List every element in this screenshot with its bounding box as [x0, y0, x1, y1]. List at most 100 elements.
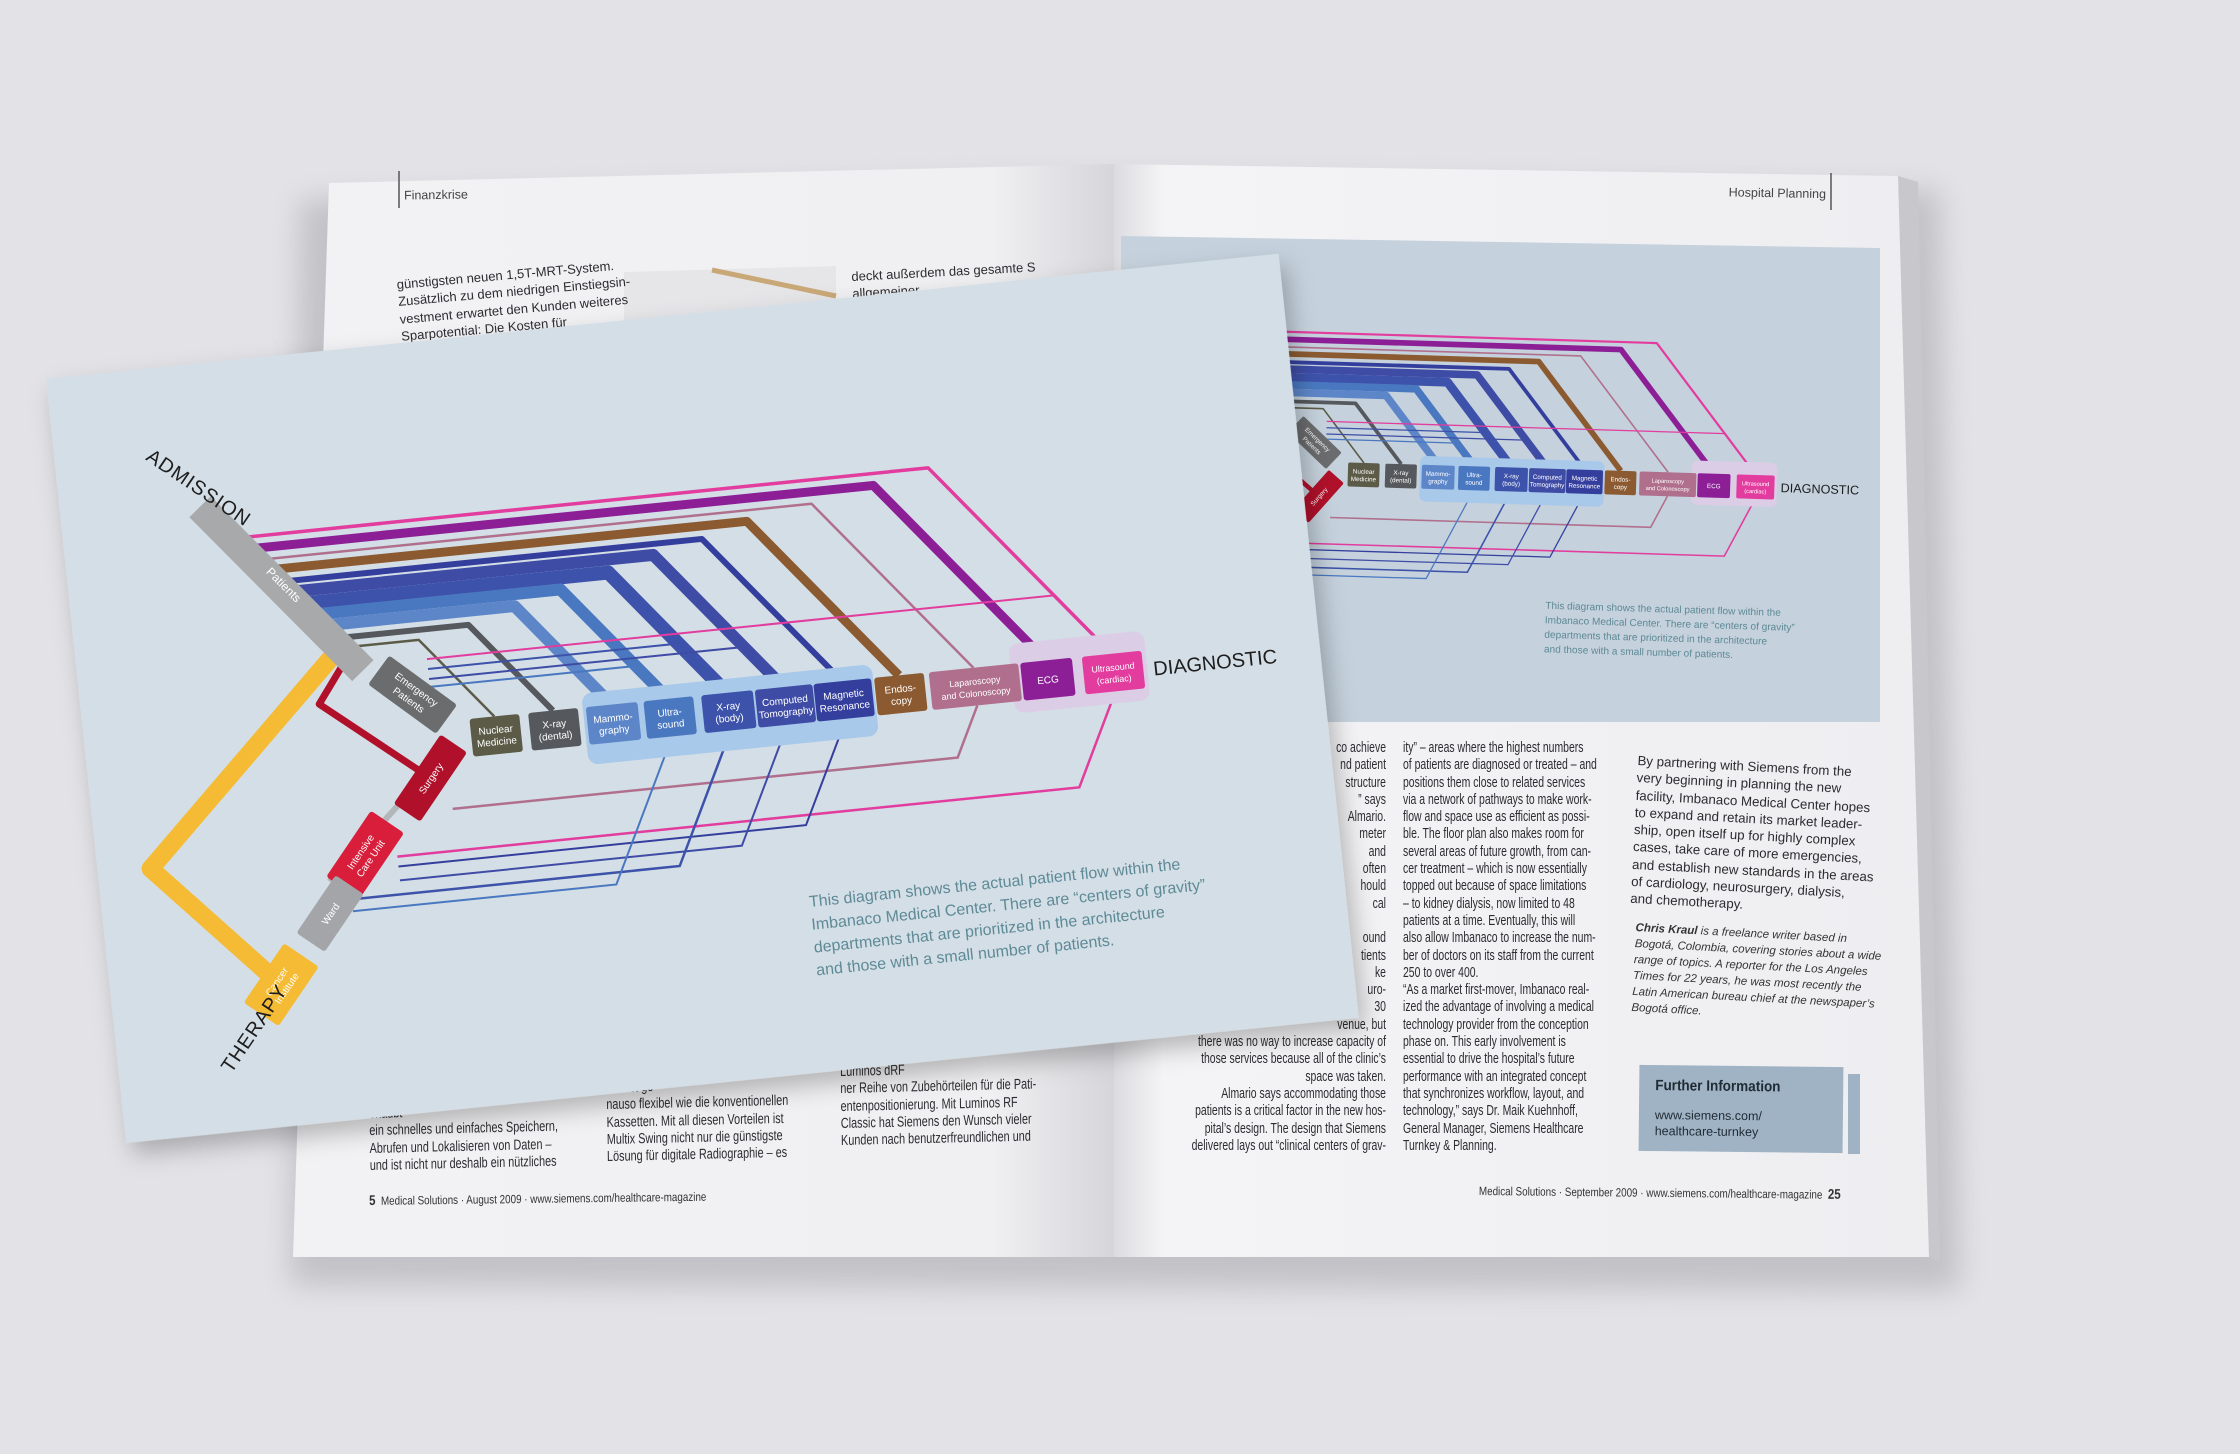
text-line: 250 to over 400. [1403, 964, 1479, 981]
department-label: Computed [762, 694, 809, 710]
text-line: essential to drive the hospital’s future [1403, 1051, 1575, 1068]
flow-line [307, 583, 673, 703]
text-line: structure [1345, 774, 1386, 791]
text-line: Turnkey & Planning. [1403, 1137, 1497, 1154]
therapy-unit-box: Surgery [394, 735, 466, 821]
text-line: ke [1374, 964, 1386, 981]
text-line: performance with an integrated concept [1403, 1068, 1587, 1085]
text-line: nd patient [1340, 757, 1386, 774]
further-information-bar [1848, 1074, 1860, 1154]
text-line: ized the advantage of involving a medica… [1403, 999, 1594, 1016]
department-box: Endos-copy [874, 673, 928, 716]
text-line: meter [1359, 826, 1386, 843]
department-label: Magnetic [823, 688, 864, 703]
text-line: flow and space use as efficient as possi… [1403, 809, 1590, 826]
text-line: space was taken. [1305, 1068, 1386, 1085]
department-box: Ultra-sound [643, 696, 697, 739]
department-label: (dental) [538, 730, 573, 744]
text-line: patients at a time. Eventually, this wil… [1403, 912, 1576, 929]
text-line: topped out because of space limitations [1403, 878, 1587, 895]
flow-line [340, 638, 496, 718]
department-label: Ultrasound [1091, 660, 1135, 674]
department-label: Endos- [884, 683, 917, 697]
flow-line [356, 730, 732, 901]
text-line: also allow Imbanaco to increase the num- [1403, 930, 1596, 947]
text-line: hould [1360, 878, 1386, 895]
flow-line [452, 705, 979, 811]
flow-line [398, 718, 848, 868]
text-line: Almario. [1347, 809, 1386, 826]
flow-line [352, 736, 674, 913]
text-line: ” says [1358, 791, 1386, 808]
text-line: often [1362, 861, 1386, 878]
text-line: technology,” says Dr. Maik Kuehnhoff, [1403, 1103, 1578, 1120]
text-line: co achieve [1336, 740, 1386, 756]
text-line: cal [1372, 895, 1386, 912]
lower-flows [352, 690, 1117, 913]
flow-line [262, 516, 903, 679]
department-label: (cardiac) [1096, 673, 1132, 686]
department-label: Mammo- [593, 711, 633, 726]
flow-line [426, 594, 1113, 661]
text-line: venue, but [1337, 1016, 1386, 1033]
text-line: patients is a critical factor in the new… [1195, 1103, 1386, 1120]
department-label: Resonance [819, 699, 871, 715]
diagram-card: NuclearMedicineX-ray(dental)Mammo-graphy… [46, 253, 1359, 1143]
text-line: Almario says accommodating those [1221, 1085, 1386, 1102]
text-line: of patients are diagnosed or treated – a… [1403, 757, 1597, 774]
department-label: X-ray [716, 701, 741, 714]
text-line: uro- [1367, 982, 1386, 999]
text-line: those services because all of the clinic… [1201, 1051, 1386, 1068]
text-line: ber of doctors on its staff from the cur… [1403, 947, 1594, 964]
text-line: ity” – areas where the highest numbers [1403, 740, 1584, 756]
text-line: ble. The floor plan also makes room for [1403, 826, 1584, 843]
flow-line [274, 535, 845, 684]
flow-line [253, 502, 975, 669]
flow-line [397, 690, 1117, 858]
text-line: via a network of pathways to make work- [1403, 791, 1592, 808]
text-line: several areas of future growth, from can… [1403, 843, 1592, 860]
text-line: that synchronizes workflow, layout, and [1403, 1085, 1585, 1102]
text-line: General Manager, Siemens Healthcare [1403, 1120, 1584, 1137]
text-line: positions them close to related services [1403, 774, 1586, 791]
department-label: X-ray [542, 718, 567, 731]
department-label: Ultra- [657, 706, 682, 719]
department-box: Mammo-graphy [586, 702, 642, 745]
department-box: ECG [1020, 658, 1076, 701]
department-label: ECG [1037, 674, 1060, 687]
flow-line [231, 466, 1113, 655]
surgery-flow [315, 659, 426, 777]
text-line: there was no way to increase capacity of [1197, 1034, 1386, 1051]
flow-line [330, 621, 556, 713]
right-page-edge [1898, 176, 1940, 1262]
flow-line [399, 724, 789, 882]
text-line: delivered lays out “clinical centers of … [1191, 1137, 1386, 1154]
text-line: pital’s design. The design that Siemens [1204, 1120, 1386, 1137]
therapy-unit-box: Ward [297, 876, 363, 951]
text-line: ound [1362, 930, 1386, 947]
emergency-patients-box: Emergency Patients [369, 656, 456, 733]
text-line: phase on. This early involvement is [1403, 1034, 1566, 1051]
department-box: Ultrasound(cardiac) [1082, 650, 1146, 695]
text-line: 30 [1374, 999, 1386, 1016]
department-label: Nuclear [478, 724, 514, 738]
text-line: – to kidney dialysis, now limited to 48 [1403, 895, 1575, 912]
department-boxes: NuclearMedicineX-ray(dental)Mammo-graphy… [469, 650, 1146, 757]
text-line: cer treatment – which is now essentially [1403, 861, 1587, 878]
department-box: X-ray(dental) [528, 708, 582, 751]
upper-flows [231, 466, 1113, 718]
department-label: copy [891, 695, 913, 708]
department-label: Medicine [477, 735, 518, 750]
text-line: technology provider from the conception [1403, 1016, 1589, 1033]
patients-bar [189, 496, 374, 682]
department-label: graphy [599, 724, 631, 738]
